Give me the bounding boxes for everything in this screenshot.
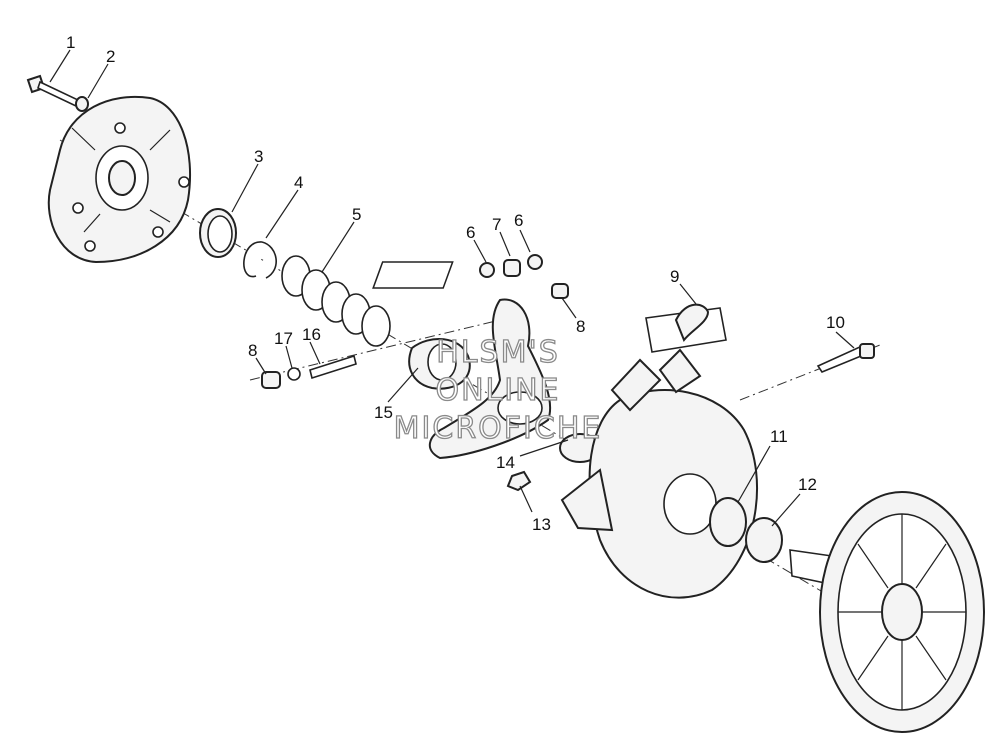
- part-11-ring: [709, 497, 747, 547]
- part-movable-sheave: [560, 348, 759, 599]
- part-17-oring: [287, 367, 301, 381]
- callout-9: 9: [670, 267, 679, 286]
- part-15-spider: [408, 337, 471, 390]
- part-8-button-upper: [551, 283, 569, 299]
- callout-11: 11: [770, 427, 788, 446]
- callout-1: 1: [66, 33, 75, 52]
- watermark-line-1: HLSM'S: [436, 335, 560, 370]
- part-12-ring: [745, 517, 783, 563]
- part-13-nut: [506, 470, 532, 492]
- part-3-bushing: [199, 208, 237, 258]
- part-6-washer-left: [479, 262, 495, 278]
- callout-2: 2: [106, 47, 115, 66]
- callout-7: 7: [492, 215, 501, 234]
- part-cover-housing: [47, 95, 192, 264]
- part-6-washer-right: [527, 254, 543, 270]
- callout-4: 4: [294, 173, 303, 192]
- watermark-line-3: MICROFICHE: [394, 411, 603, 446]
- part-2-washer: [75, 96, 89, 112]
- watermark-line-2: ONLINE: [435, 373, 560, 408]
- part-7-roller: [503, 259, 521, 277]
- callout-8-lower: 8: [248, 341, 257, 360]
- part-9-weight: [645, 303, 727, 353]
- callout-13: 13: [532, 515, 551, 534]
- callout-17: 17: [274, 329, 293, 348]
- part-6-7-bracket: [372, 261, 454, 289]
- part-cam-arm: [429, 298, 552, 460]
- part-fixed-sheave: [789, 491, 985, 733]
- callout-14: 14: [496, 453, 515, 472]
- callout-15: 15: [374, 403, 393, 422]
- callout-6-right: 6: [514, 211, 523, 230]
- part-5-spring: [281, 255, 391, 347]
- part-8-button-lower: [261, 371, 281, 389]
- callout-labels: 1 2 3 4 5 6 7 6 8 9 10 8 17 16 15 11 12 …: [66, 33, 845, 534]
- callout-leaders: [49, 49, 855, 527]
- part-16-pin: [309, 354, 357, 380]
- callout-6-left: 6: [466, 223, 475, 242]
- part-10-pin-bolt: [816, 343, 875, 373]
- callout-16: 16: [302, 325, 321, 344]
- callout-8-upper: 8: [576, 317, 585, 336]
- part-1-bolt: [26, 74, 79, 108]
- watermark: HLSM'S ONLINE MICROFICHE: [393, 334, 603, 446]
- callout-12: 12: [798, 475, 817, 494]
- callout-10: 10: [826, 313, 845, 332]
- callout-3: 3: [254, 147, 263, 166]
- part-4-snap-ring: [243, 241, 277, 279]
- callout-5: 5: [352, 205, 361, 224]
